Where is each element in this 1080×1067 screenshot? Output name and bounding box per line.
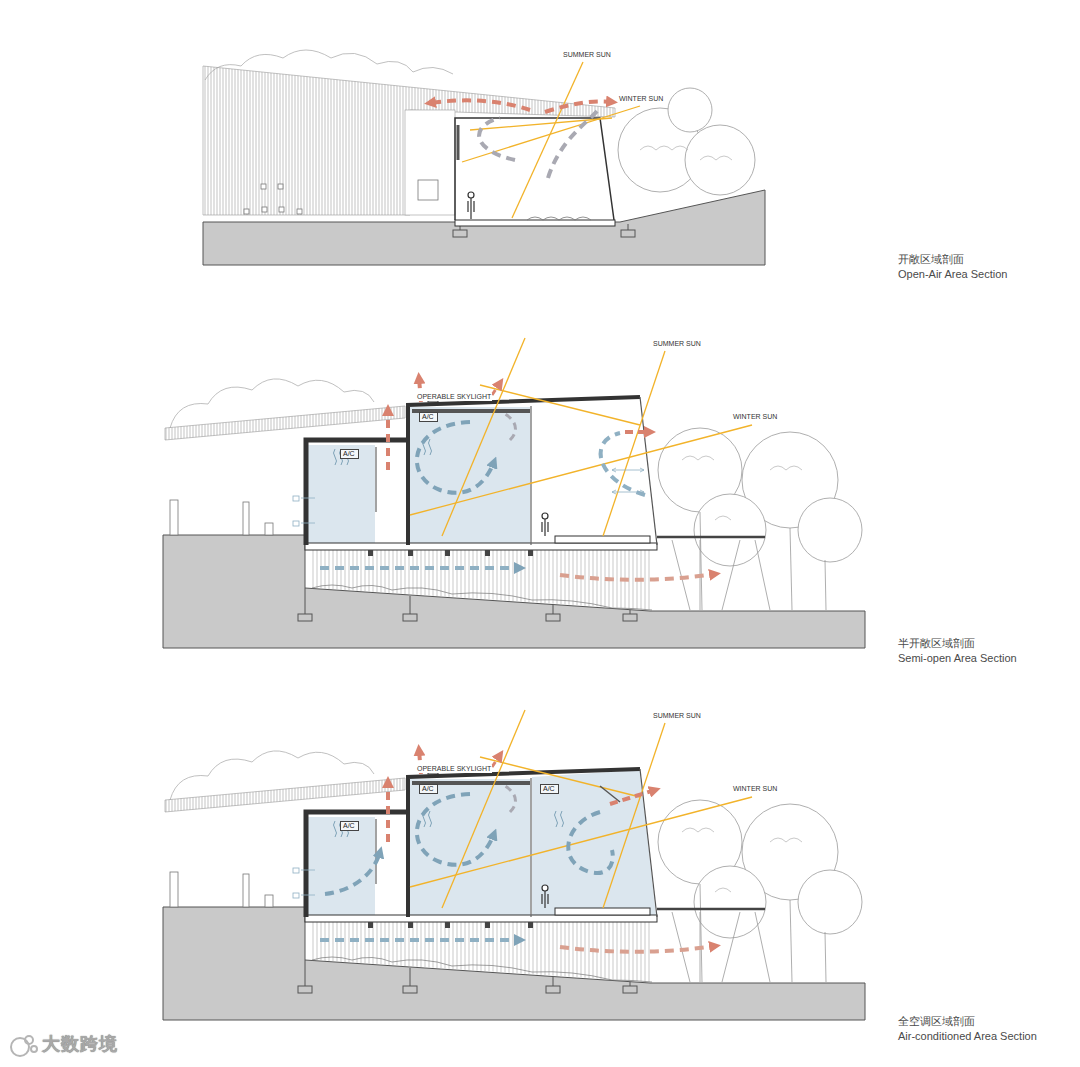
section-title: 半开敞区域剖面 xyxy=(898,637,975,650)
sun-label: WINTER SUN xyxy=(732,413,778,421)
sun-label: WINTER SUN xyxy=(732,785,778,793)
section-title: Semi-open Area Section xyxy=(898,652,1017,665)
skylight-label: OPERABLE SKYLIGHT xyxy=(416,393,492,401)
skylight-label: OPERABLE SKYLIGHT xyxy=(416,765,492,773)
ac-label: A/C xyxy=(422,413,434,420)
ac-label: A/C xyxy=(343,450,355,457)
sun-label: SUMMER SUN xyxy=(652,340,702,348)
watermark: 大数跨境 xyxy=(42,1034,118,1055)
section-title: 开敞区域剖面 xyxy=(898,253,964,266)
ac-unit-box: A/C xyxy=(340,449,359,459)
sun-label: SUMMER SUN xyxy=(652,712,702,720)
sun-label: SUMMER SUN xyxy=(562,51,612,59)
ac-unit-box: A/C xyxy=(340,821,359,831)
section-title: Air-conditioned Area Section xyxy=(898,1030,1037,1043)
section-title: Open-Air Area Section xyxy=(898,268,1007,281)
ac-label: A/C xyxy=(422,785,434,792)
ac-unit-box: A/C xyxy=(540,784,559,794)
section-title: 全空调区域剖面 xyxy=(898,1015,975,1028)
sun-label: WINTER SUN xyxy=(618,95,664,103)
ac-label: A/C xyxy=(543,785,555,792)
ac-label: A/C xyxy=(343,822,355,829)
ac-unit-box: A/C xyxy=(419,784,438,794)
ac-unit-box: A/C xyxy=(419,412,438,422)
